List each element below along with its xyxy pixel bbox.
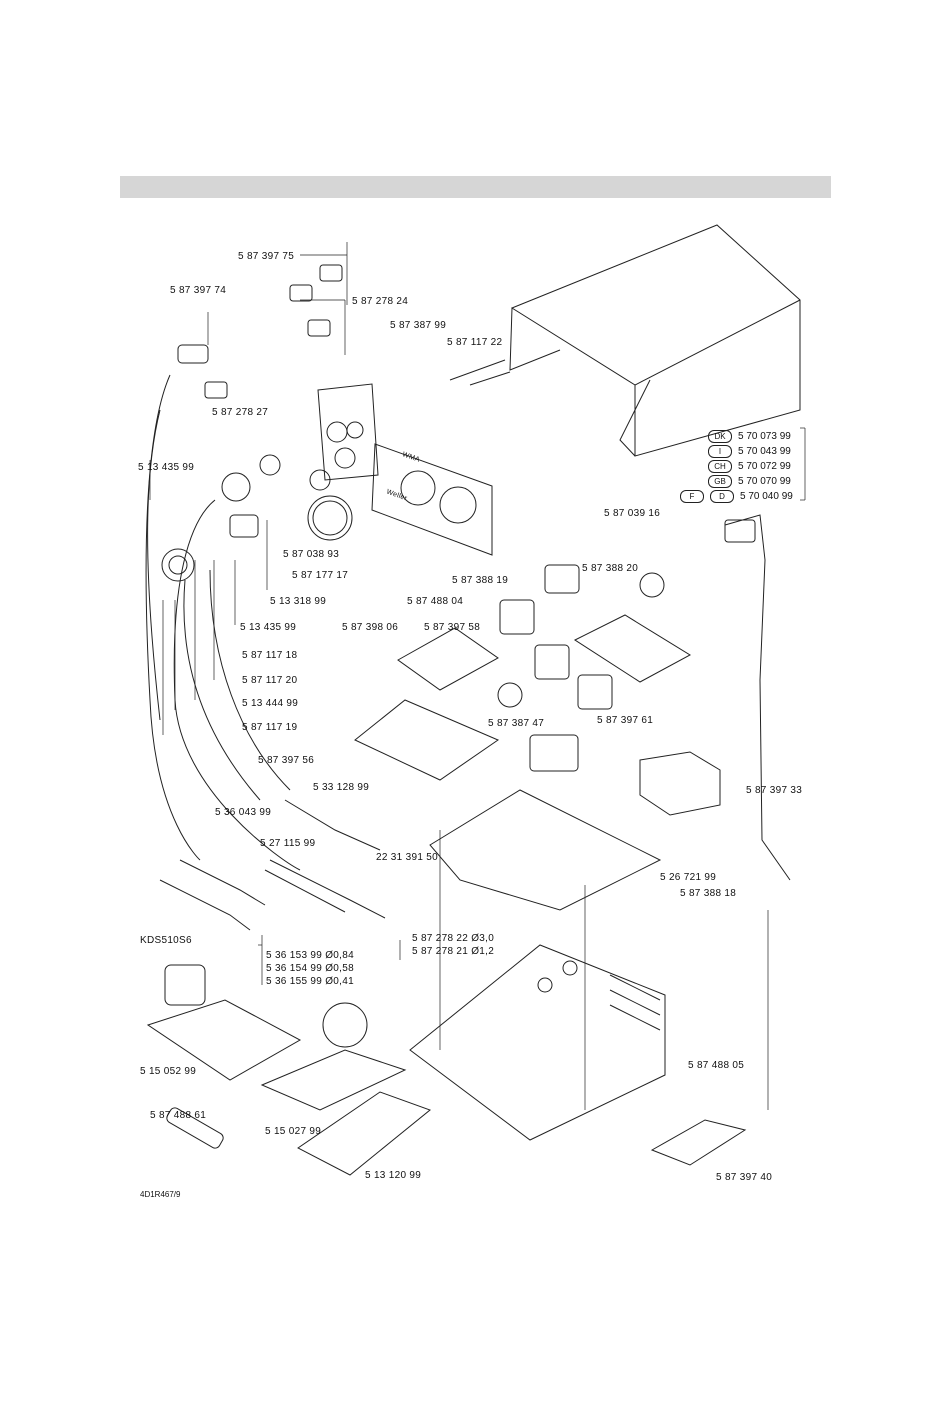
- part-label: 5 87 278 27: [212, 407, 269, 418]
- part-label: 5 87 039 16: [604, 508, 661, 519]
- part-label: 5 87 117 20: [242, 675, 298, 686]
- part-label: 5 36 155 99 Ø0,41: [266, 976, 354, 987]
- tool-stand: [146, 964, 302, 1081]
- part-label: KDS510S6: [140, 935, 192, 946]
- country-code-row: DK 5 70 073 99: [708, 430, 793, 445]
- country-badge: CH: [708, 460, 732, 473]
- part-label: 5 87 117 22: [447, 337, 503, 348]
- part-label: 5 15 052 99: [140, 1066, 197, 1077]
- soldering-tools: [159, 799, 386, 931]
- part-label: 5 87 397 58: [424, 622, 481, 633]
- part-label: 5 13 120 99: [365, 1170, 422, 1181]
- leader-lines: [149, 242, 806, 1110]
- part-label: 5 33 128 99: [313, 782, 370, 793]
- remote-control: [650, 1119, 747, 1166]
- part-label: 5 87 038 93: [283, 549, 340, 560]
- part-label: 5 13 444 99: [242, 698, 299, 709]
- power-cord: [724, 514, 791, 881]
- part-label: 5 36 043 99: [215, 807, 272, 818]
- country-part: 5 70 070 99: [738, 476, 791, 488]
- part-label: 5 87 278 24: [352, 296, 409, 307]
- part-label: 5 27 115 99: [260, 838, 316, 849]
- part-label: 5 87 488 61: [150, 1110, 207, 1121]
- country-badge: D: [710, 490, 734, 503]
- pressure-gauge: [307, 495, 353, 541]
- part-label: 5 87 278 21 Ø1,2: [412, 946, 495, 957]
- part-label: 5 15 027 99: [265, 1126, 322, 1137]
- part-label: 5 87 397 75: [238, 251, 295, 262]
- country-code-row: I 5 70 043 99: [708, 445, 793, 460]
- country-part: 5 70 043 99: [738, 446, 791, 458]
- country-part: 5 70 040 99: [740, 491, 793, 503]
- connectors-left: [161, 264, 343, 582]
- header-band: [120, 176, 831, 198]
- country-badge: DK: [708, 430, 732, 443]
- spare-cartridge: [166, 1107, 224, 1149]
- country-part: 5 70 073 99: [738, 431, 791, 443]
- country-code-row: GB 5 70 070 99: [708, 475, 793, 490]
- part-label: 5 87 387 99: [390, 320, 447, 331]
- housing-cover: [509, 224, 801, 457]
- country-badge: I: [708, 445, 732, 458]
- part-label: 5 87 397 74: [170, 285, 227, 296]
- part-label: 5 87 397 61: [597, 715, 654, 726]
- part-label: 5 87 397 40: [716, 1172, 773, 1183]
- part-label: 5 87 397 56: [258, 755, 315, 766]
- front-panel: [317, 383, 493, 556]
- country-code-row: CH 5 70 072 99: [708, 460, 793, 475]
- part-label: 5 87 488 05: [688, 1060, 745, 1071]
- country-badge: GB: [708, 475, 732, 488]
- part-label: 5 26 721 99: [660, 872, 717, 883]
- part-label: 5 36 154 99 Ø0,58: [266, 963, 354, 974]
- part-label: 5 87 177 17: [292, 570, 349, 581]
- part-label: 5 87 278 22 Ø3,0: [412, 933, 495, 944]
- part-label: 5 87 117 19: [242, 722, 298, 733]
- figure-reference: 4D1R467/9: [140, 1190, 181, 1199]
- part-label: 5 87 488 04: [407, 596, 464, 607]
- country-code-list: DK 5 70 073 99 I 5 70 043 99 CH 5 70 072 99…: [680, 430, 793, 505]
- transformer: [639, 751, 721, 816]
- part-label: 5 13 435 99: [138, 462, 195, 473]
- country-part: 5 70 072 99: [738, 461, 791, 473]
- base-plate-upper: [429, 789, 662, 911]
- part-label: 5 87 387 47: [488, 718, 545, 729]
- foot-pedal: [297, 1091, 432, 1176]
- part-label: 5 87 388 19: [452, 575, 509, 586]
- part-label: 5 87 388 18: [680, 888, 737, 899]
- country-badge: F: [680, 490, 704, 503]
- valve-manifold: [497, 564, 691, 772]
- circuit-boards: [354, 627, 500, 781]
- part-label: 5 87 398 06: [342, 622, 399, 633]
- part-label: 22 31 391 50: [376, 852, 438, 863]
- part-label: 5 87 117 18: [242, 650, 298, 661]
- chassis: [409, 944, 666, 1141]
- part-label: 5 87 397 33: [746, 785, 803, 796]
- part-label: 5 13 318 99: [270, 596, 327, 607]
- part-label: 5 13 435 99: [240, 622, 297, 633]
- part-label: 5 36 153 99 Ø0,84: [266, 950, 354, 961]
- part-label: 5 87 388 20: [582, 563, 639, 574]
- holder-stand: [260, 1002, 407, 1111]
